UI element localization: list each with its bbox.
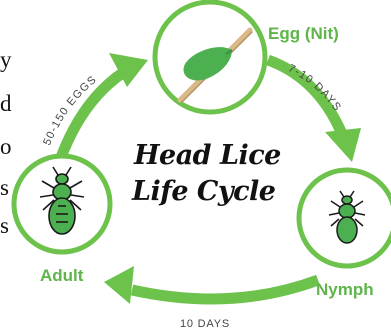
- nymph-node: [299, 170, 391, 266]
- title-line-2: Life Cycle: [132, 176, 276, 207]
- arrow-nymph-to-adult: [104, 266, 318, 304]
- egg-node: [155, 2, 265, 112]
- edge-label-nymph-to-adult: 10 DAYS: [180, 318, 230, 330]
- arrow-egg-to-nymph: [268, 60, 361, 162]
- adult-node: [14, 156, 110, 252]
- title-line-1: Head Lice: [134, 140, 281, 171]
- nymph-label: Nymph: [316, 280, 374, 300]
- egg-label: Egg (Nit): [268, 24, 339, 44]
- adult-label: Adult: [40, 266, 83, 286]
- edge-label-egg-to-nymph: 7-10 DAYS: [286, 62, 343, 114]
